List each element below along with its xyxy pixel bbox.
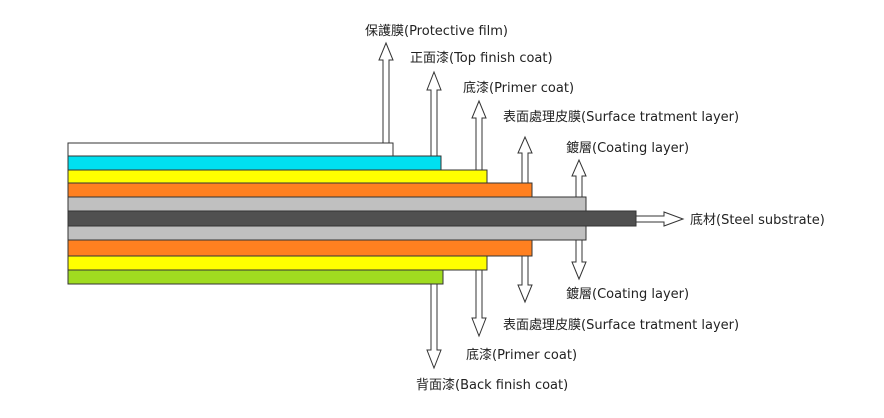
layer-primer-top [67,169,488,184]
arrow-primer-bottom-icon [471,269,487,338]
layer-surface-treatment-top [67,182,533,198]
label-protective-film: 保護膜(Protective film) [365,23,508,39]
arrow-top-finish-icon [426,70,442,157]
label-primer-bottom: 底漆(Primer coat) [466,347,577,363]
layer-protective-film [67,142,394,157]
label-coating-top: 鍍層(Coating layer) [566,140,689,156]
layer-coating-top [67,196,587,212]
arrow-surface-top-icon [517,135,533,184]
label-top-finish-coat: 正面漆(Top finish coat) [410,50,553,66]
layer-surface-treatment-bottom [67,239,533,257]
layer-top-finish-coat [67,155,442,171]
label-steel-substrate: 底材(Steel substrate) [690,212,825,228]
arrow-surface-bottom-icon [517,255,533,304]
arrow-coating-bottom-icon [571,239,587,281]
layer-steel-substrate [67,210,637,227]
label-surface-top: 表面處理皮膜(Surface tratment layer) [503,110,739,125]
layer-primer-bottom [67,255,488,271]
label-surface-bottom: 表面處理皮膜(Surface tratment layer) [503,318,739,333]
arrow-primer-top-icon [471,99,487,171]
layer-back-finish-coat [67,269,444,285]
arrow-steel-substrate-icon [635,211,685,227]
arrow-coating-top-icon [571,158,587,198]
label-coating-bottom: 鍍層(Coating layer) [566,286,689,302]
arrow-protective-film-icon [378,41,394,144]
label-primer-top: 底漆(Primer coat) [463,80,574,96]
arrow-back-finish-icon [426,283,442,370]
label-back-finish-coat: 背面漆(Back finish coat) [416,377,568,393]
layer-coating-bottom [67,225,587,241]
